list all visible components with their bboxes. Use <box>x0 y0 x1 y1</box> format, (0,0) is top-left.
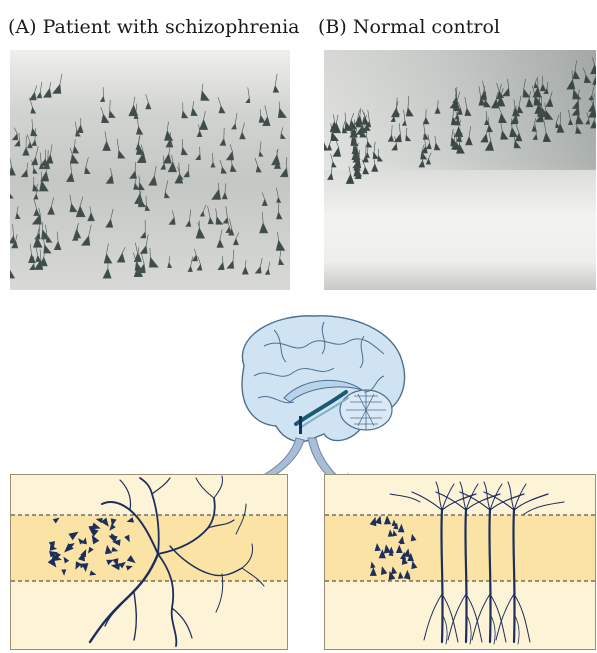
micrograph-patient-image <box>10 50 290 290</box>
schematic-control <box>324 474 596 650</box>
schematic-patient <box>10 474 288 650</box>
micrograph-control-image <box>324 50 596 290</box>
panel-b-label: (B) Normal control <box>318 16 500 38</box>
micrograph-control <box>324 50 596 290</box>
dendrite <box>441 510 442 642</box>
cerebellum <box>340 390 392 430</box>
dendrite <box>513 510 514 642</box>
dendrite <box>465 510 466 642</box>
panel-a-label: (A) Patient with schizophrenia <box>8 16 300 38</box>
dendrite <box>489 510 490 642</box>
micrograph-patient <box>10 50 290 290</box>
